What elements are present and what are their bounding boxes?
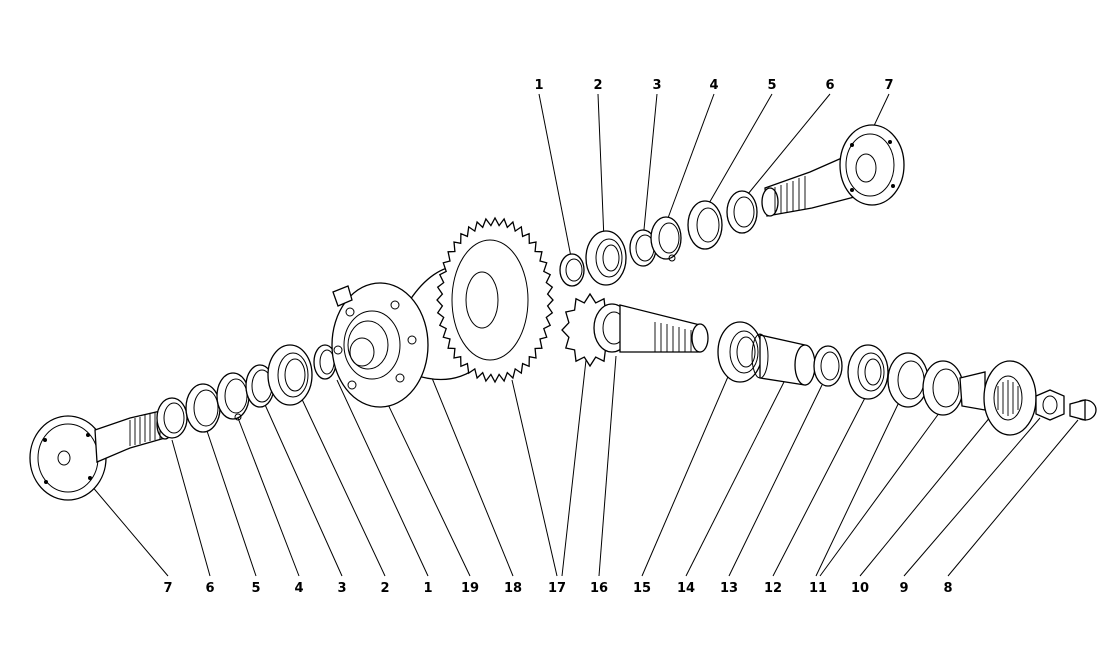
callout-bottom: 14 [677,581,695,596]
callout-bottom: 12 [764,581,782,596]
left-seal-6 [156,397,188,439]
right-output-flange-shaft [761,124,905,217]
callout-bottom: 16 [590,581,608,596]
callout-top: 3 [652,78,661,93]
crown-wheel [436,216,554,384]
callout-bottom: 15 [633,581,651,596]
ring-11b [922,360,964,416]
callout-bottom: 4 [294,581,303,596]
top-ring-5 [687,200,723,250]
spacer-14 [751,333,816,386]
top-seal-6 [726,190,758,234]
callout-bottom: 13 [720,581,738,596]
ring-11a [887,352,929,408]
callouts-bottom: 7 6 5 4 3 2 1 19 18 17 16 15 14 13 12 11… [163,581,952,596]
top-bearing-2 [585,230,627,286]
ring-13 [813,345,843,387]
callout-top: 6 [825,78,834,93]
left-ring-5 [185,383,221,433]
left-output-flange-shaft [29,408,174,501]
flange-10 [959,360,1037,436]
callout-top: 2 [593,78,602,93]
callouts-top: 1 2 3 4 5 6 7 [534,78,893,93]
callout-bottom: 7 [163,581,172,596]
left-ring-4 [216,372,250,421]
callout-bottom: 17 [548,581,566,596]
callout-bottom: 2 [380,581,389,596]
callout-bottom: 19 [461,581,479,596]
leader-lines [84,93,1079,577]
callout-bottom: 8 [943,581,952,596]
callout-top: 1 [534,78,543,93]
nut-9 [1035,389,1065,421]
callout-bottom: 1 [423,581,432,596]
callout-top: 5 [767,78,776,93]
callout-bottom: 3 [337,581,346,596]
top-ring-1 [559,253,585,287]
pinion-bearing-15 [717,321,763,383]
top-ring-4 [650,216,682,262]
callout-bottom: 9 [899,581,908,596]
left-bearing-2 [267,344,313,406]
bearing-12 [847,344,889,400]
callout-top: 7 [884,78,893,93]
cap-8 [1069,399,1097,421]
callout-bottom: 6 [205,581,214,596]
callout-bottom: 18 [504,581,522,596]
callout-bottom: 11 [809,581,827,596]
callout-top: 4 [709,78,718,93]
pinion [561,292,709,368]
callout-bottom: 5 [251,581,260,596]
callout-bottom: 10 [851,581,869,596]
